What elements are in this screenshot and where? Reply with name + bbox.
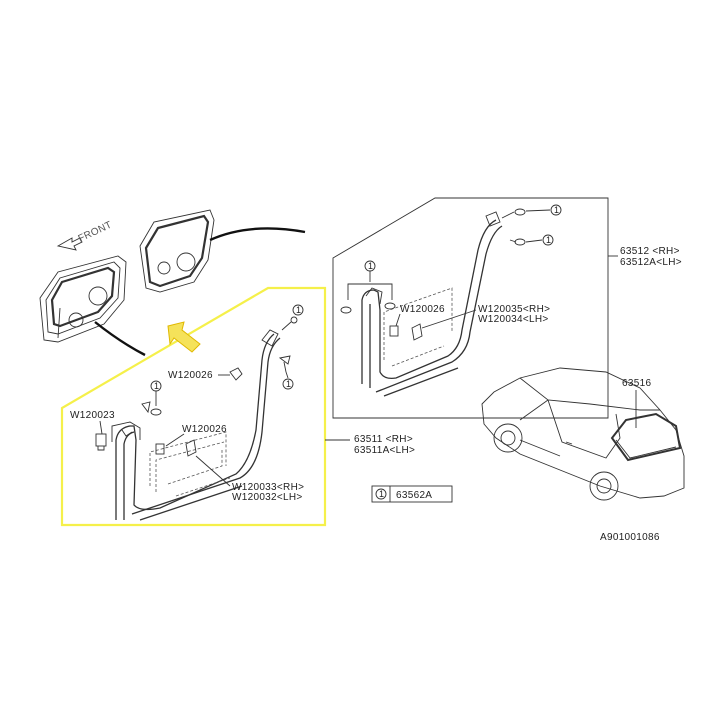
svg-text:1: 1 bbox=[368, 261, 373, 271]
hatch-seal-label: 63516 bbox=[622, 378, 651, 389]
rear-pin-clip-icon bbox=[509, 238, 526, 246]
front-door-weatherstrip bbox=[111, 333, 281, 521]
front-pin-clip-lower-icon bbox=[141, 401, 162, 416]
svg-text:1: 1 bbox=[546, 235, 551, 245]
rear-seal-box bbox=[332, 197, 609, 419]
rear-door-thumbnail bbox=[139, 209, 215, 293]
rear-callout-1-mid: 1 bbox=[525, 234, 554, 246]
rear-door-leader bbox=[209, 227, 306, 242]
front-w120033-label: W120033<RH> bbox=[232, 482, 304, 493]
rear-callout-1-upper: 1 bbox=[525, 204, 562, 216]
front-w120023-clip-icon bbox=[95, 433, 107, 451]
rear-upper-clip-icon bbox=[485, 208, 526, 227]
rear-callout-1-left: 1 bbox=[347, 260, 393, 300]
front-w120032-label: W120032<LH> bbox=[232, 492, 303, 503]
rear-left-clips-icon bbox=[340, 302, 399, 337]
rear-w120026-label: W120026 bbox=[400, 304, 445, 315]
front-seal-lh-label: 63511A<LH> bbox=[354, 445, 415, 456]
svg-text:1: 1 bbox=[296, 305, 301, 315]
rear-w120035-clip-icon bbox=[411, 323, 423, 341]
front-upper-clip-icon bbox=[261, 316, 298, 347]
front-seal-rh-label: 63511 <RH> bbox=[354, 434, 413, 445]
rear-w120034-label: W120034<LH> bbox=[478, 314, 549, 325]
rear-door-weatherstrip bbox=[361, 219, 503, 397]
front-callout-1-upper: 1 bbox=[292, 304, 304, 316]
front-pin-clip-icon bbox=[278, 355, 291, 373]
front-w120026-upper-clip-icon bbox=[229, 367, 243, 381]
drawing-code: A901001086 bbox=[600, 532, 660, 543]
front-w120033-clip-icon bbox=[185, 439, 197, 457]
svg-text:1: 1 bbox=[379, 489, 384, 499]
front-callout-1-mid: 1 bbox=[282, 371, 294, 390]
legend-part-number: 63562A bbox=[396, 490, 432, 501]
front-direction-label: FRONT bbox=[77, 220, 114, 245]
legend-callout: 1 63562A bbox=[371, 485, 453, 503]
front-arrow-icon bbox=[56, 237, 83, 251]
rear-seal-rh-label: 63512 <RH> bbox=[620, 246, 680, 257]
front-callout-1-lower: 1 bbox=[150, 380, 162, 406]
svg-text:1: 1 bbox=[154, 381, 159, 391]
front-door-leader bbox=[94, 321, 146, 357]
rear-w120035-label: W120035<RH> bbox=[478, 304, 550, 315]
svg-text:1: 1 bbox=[554, 205, 559, 215]
front-w120023-label: W120023 bbox=[70, 410, 115, 421]
front-w120026-upper-label: W120026 bbox=[168, 370, 213, 381]
vehicle-illustration bbox=[481, 367, 685, 501]
highlight-arrow-icon bbox=[167, 321, 201, 353]
front-w120026-lower-clip-icon bbox=[155, 443, 165, 455]
front-seal-highlight-box bbox=[60, 286, 327, 527]
front-door-thumbnail bbox=[39, 255, 127, 343]
front-w120026-lower-label: W120026 bbox=[182, 424, 227, 435]
svg-text:1: 1 bbox=[286, 379, 291, 389]
rear-seal-lh-label: 63512A<LH> bbox=[620, 257, 682, 268]
